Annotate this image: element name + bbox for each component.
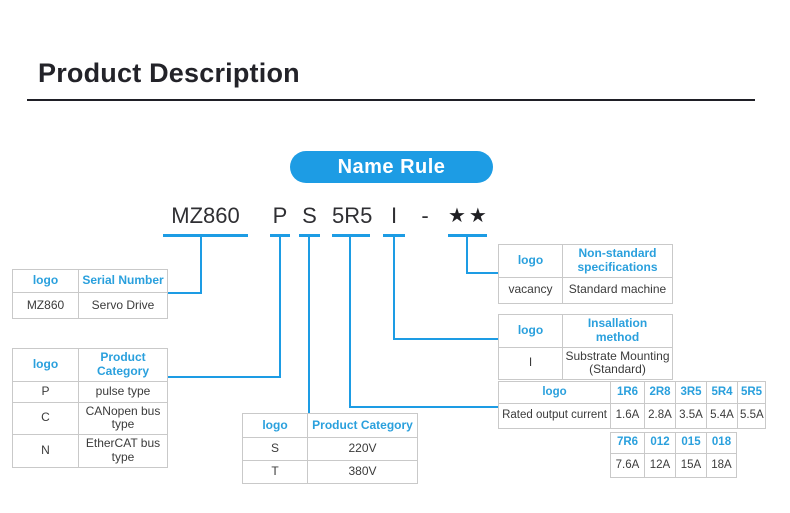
table-header-cell: 1R6 <box>610 381 645 404</box>
connector-current-vertical <box>349 236 351 408</box>
installation-method-table: logo Insallation method I Substrate Moun… <box>498 314 673 381</box>
connector-category-vertical <box>279 236 281 378</box>
table-cell: T <box>242 460 308 484</box>
table-cell: Standard machine <box>562 276 673 304</box>
table-cell: 12A <box>644 453 676 478</box>
connector-serial-vertical <box>200 236 202 294</box>
model-segment-voltage: S <box>299 201 320 237</box>
table-header-cell: 3R5 <box>675 381 707 404</box>
nonstandard-spec-table: logo Non-standard specifications vacancy… <box>498 244 673 304</box>
table-cell: Substrate Mounting (Standard) <box>562 346 673 381</box>
connector-category-horizontal <box>168 376 281 378</box>
table-row: P pulse type <box>12 380 168 403</box>
table-cell: P <box>12 380 79 403</box>
model-segment-dash: - <box>421 203 429 228</box>
connector-nonstandard-horizontal <box>466 272 498 274</box>
table-row: vacancy Standard machine <box>498 276 673 304</box>
table-row: C CANopen bus type <box>12 401 168 436</box>
table-cell: 1.6A <box>610 403 645 429</box>
table-cell: 2.8A <box>644 403 676 429</box>
table-cell: 18A <box>706 453 737 478</box>
model-segment-serial: MZ860 <box>163 201 248 237</box>
table-cell: 220V <box>307 437 418 461</box>
table-header-cell: 015 <box>675 432 707 454</box>
table-cell: Rated output current <box>498 403 611 429</box>
table-cell: S <box>242 437 308 461</box>
table-cell: C <box>12 401 79 436</box>
table-header-cell: 5R4 <box>706 381 738 404</box>
table-cell: N <box>12 434 79 468</box>
table-cell: 5.5A <box>737 403 766 429</box>
table-header-cell: Product Category <box>307 413 418 438</box>
table-cell: 3.5A <box>675 403 707 429</box>
page-title: Product Description <box>38 58 300 88</box>
table-header-cell: logo <box>498 314 563 348</box>
table-header-cell: logo <box>498 381 611 404</box>
table-row: T 380V <box>242 460 418 484</box>
model-segment-stars stars-icon: ★★ <box>448 201 487 237</box>
table-cell: CANopen bus type <box>78 401 168 436</box>
table-cell: I <box>498 346 563 381</box>
model-segment-installation: I <box>383 201 405 237</box>
table-header-cell: 7R6 <box>610 432 645 454</box>
table-header-cell: 018 <box>706 432 737 454</box>
model-segment-current: 5R5 <box>332 201 372 237</box>
table-row: MZ860 Servo Drive <box>12 292 168 319</box>
connector-current-horizontal <box>349 406 498 408</box>
name-rule-badge: Name Rule <box>290 151 493 183</box>
table-cell: 15A <box>675 453 707 478</box>
table-header-cell: 5R5 <box>737 381 766 404</box>
connector-nonstandard-vertical <box>466 236 468 274</box>
table-header-cell: logo <box>12 269 79 293</box>
connector-installation-horizontal <box>393 338 498 340</box>
table-cell: Servo Drive <box>78 292 168 319</box>
title-underline <box>27 99 755 101</box>
table-cell: 5.4A <box>706 403 738 429</box>
table-cell: EtherCAT bus type <box>78 434 168 468</box>
table-header-cell: logo <box>12 348 79 382</box>
table-row: 7.6A 12A 15A 18A <box>610 453 737 478</box>
table-header-cell: Insallation method <box>562 314 673 348</box>
table-cell: MZ860 <box>12 292 79 319</box>
table-row: N EtherCAT bus type <box>12 434 168 468</box>
table-header-cell: Serial Number <box>78 269 168 293</box>
table-header-cell: Product Category <box>78 348 168 382</box>
table-row: S 220V <box>242 437 418 461</box>
table-header-cell: 2R8 <box>644 381 676 404</box>
model-segment-category: P <box>270 201 290 237</box>
table-row: Rated output current 1.6A 2.8A 3.5A 5.4A… <box>498 403 766 429</box>
table-header-cell: logo <box>242 413 308 438</box>
table-header-cell: 012 <box>644 432 676 454</box>
connector-installation-vertical <box>393 236 395 340</box>
table-row: I Substrate Mounting (Standard) <box>498 346 673 381</box>
table-cell: 380V <box>307 460 418 484</box>
table-header-cell: Non-standard specifications <box>562 244 673 278</box>
table-cell: 7.6A <box>610 453 645 478</box>
product-category-table: logo Product Category P pulse type C CAN… <box>12 348 168 468</box>
table-header-cell: logo <box>498 244 563 278</box>
voltage-table: logo Product Category S 220V T 380V <box>242 413 418 484</box>
connector-voltage-vertical <box>308 236 310 414</box>
rated-current-table: logo 1R6 2R8 3R5 5R4 5R5 Rated output cu… <box>498 381 766 429</box>
serial-number-table: logo Serial Number MZ860 Servo Drive <box>12 269 168 319</box>
table-cell: pulse type <box>78 380 168 403</box>
table-cell: vacancy <box>498 276 563 304</box>
rated-current-table-extension: 7R6 012 015 018 7.6A 12A 15A 18A <box>610 432 737 478</box>
connector-serial-horizontal <box>168 292 202 294</box>
